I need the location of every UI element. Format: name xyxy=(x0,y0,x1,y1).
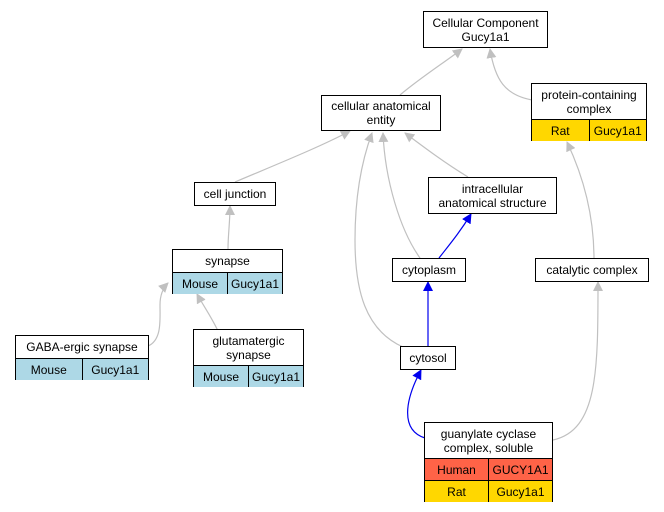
species-cell-mouse: Mouse xyxy=(16,359,82,380)
node-label: protein-containing complex xyxy=(541,87,637,116)
gene-cell: Gucy1a1 xyxy=(488,481,552,502)
species-cell-mouse: Mouse xyxy=(194,366,248,387)
edge-entity-to-cellular-component xyxy=(399,48,463,96)
node-label: intracellular anatomical structure xyxy=(438,181,547,210)
edge-intracellular-to-entity xyxy=(404,132,469,178)
edge-cytoplasm-to-intracellular xyxy=(438,213,472,259)
edge-glutamatergic-to-synapse xyxy=(196,293,219,332)
species-cell-mouse: Mouse xyxy=(173,273,227,294)
node-label: catalytic complex xyxy=(546,263,638,277)
edge-guanylate-to-cytosol xyxy=(407,369,426,439)
gene-cell: Gucy1a1 xyxy=(81,359,148,380)
species-row: Mouse Gucy1a1 xyxy=(194,365,303,387)
node-cellular-anatomical-entity[interactable]: cellular anatomical entity xyxy=(321,95,441,131)
gene-cell: Gucy1a1 xyxy=(227,273,282,294)
edge-gaba-to-synapse xyxy=(147,282,169,347)
edge-guanylate-to-catalytic xyxy=(552,281,603,441)
edge-cell-junction-to-entity xyxy=(234,130,351,183)
gene-cell: Gucy1a1 xyxy=(248,366,303,387)
node-protein-containing-complex[interactable]: protein-containing complex Rat Gucy1a1 xyxy=(531,83,647,141)
node-label: glutamatergic synapse xyxy=(212,333,285,362)
node-label: cytosol xyxy=(409,351,447,365)
species-cell-human: Human xyxy=(425,459,488,480)
species-cell-rat: Rat xyxy=(425,481,488,502)
edge-cytosol-to-entity xyxy=(354,132,404,348)
edge-cytoplasm-to-entity xyxy=(378,132,421,259)
node-label: cellular anatomical entity xyxy=(331,99,431,127)
species-row-rat: Rat Gucy1a1 xyxy=(425,480,552,502)
node-gaba-ergic-synapse[interactable]: GABA-ergic synapse Mouse Gucy1a1 xyxy=(15,335,149,380)
node-label: synapse xyxy=(205,254,250,268)
gene-cell: Gucy1a1 xyxy=(588,120,646,141)
node-label: guanylate cyclase complex, soluble xyxy=(440,426,537,455)
node-cellular-component[interactable]: Cellular Component Gucy1a1 xyxy=(423,11,548,48)
node-intracellular-anatomical-structure[interactable]: intracellular anatomical structure xyxy=(428,177,557,214)
node-label: cytoplasm xyxy=(401,263,457,277)
node-guanylate-cyclase-complex-soluble[interactable]: guanylate cyclase complex, soluble Human… xyxy=(424,422,553,502)
node-catalytic-complex[interactable]: catalytic complex xyxy=(535,258,649,282)
node-label: Cellular Component Gucy1a1 xyxy=(432,15,539,44)
node-cytoplasm[interactable]: cytoplasm xyxy=(392,258,466,282)
species-row-human: Human GUCY1A1 xyxy=(425,458,552,480)
edge-synapse-to-cell-junction xyxy=(224,205,235,250)
node-synapse[interactable]: synapse Mouse Gucy1a1 xyxy=(172,249,283,294)
node-label: cell junction xyxy=(203,187,267,201)
edge-catalytic-to-protein-complex xyxy=(566,141,595,260)
node-label: GABA-ergic synapse xyxy=(26,340,138,354)
node-glutamatergic-synapse[interactable]: glutamatergic synapse Mouse Gucy1a1 xyxy=(193,329,304,387)
species-row: Mouse Gucy1a1 xyxy=(173,272,282,294)
node-cytosol[interactable]: cytosol xyxy=(400,346,456,370)
node-cell-junction[interactable]: cell junction xyxy=(194,182,276,206)
species-row: Mouse Gucy1a1 xyxy=(16,358,148,380)
species-cell-rat: Rat xyxy=(532,120,589,141)
gene-cell: GUCY1A1 xyxy=(488,459,552,480)
species-row: Rat Gucy1a1 xyxy=(532,119,646,141)
edge-protein-complex-to-cellular-component xyxy=(486,48,533,101)
